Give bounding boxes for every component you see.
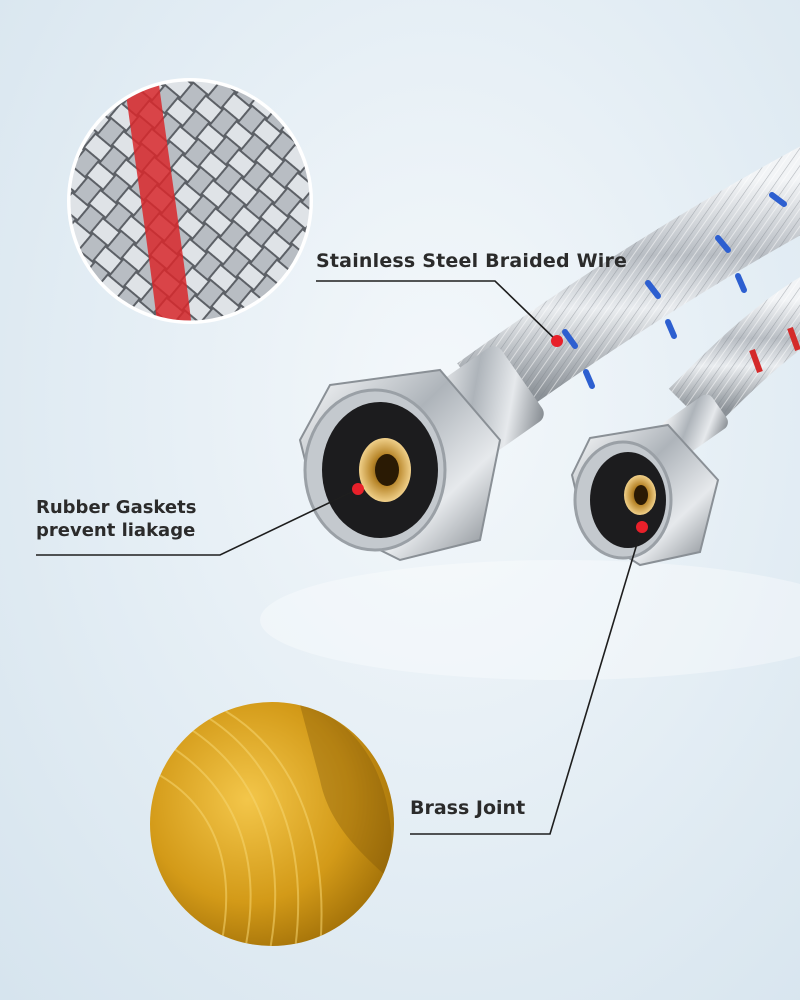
callout-brass-joint: Brass Joint (410, 797, 526, 819)
callout-rubber-gaskets: Rubber Gaskets prevent liakage (36, 497, 196, 542)
marker-dot-gaskets (352, 483, 364, 495)
small-hex-nut (570, 423, 720, 567)
marker-dot-brass (636, 521, 648, 533)
callout-braided-wire: Stainless Steel Braided Wire (316, 250, 628, 272)
large-hex-nut (298, 368, 502, 562)
leader-line-gaskets (36, 488, 359, 556)
callout-gaskets-line-2: prevent liakage (36, 519, 196, 541)
leader-line-brass (410, 526, 643, 835)
marker-dots (352, 335, 648, 533)
small-hose (662, 277, 800, 456)
brass-joint-detail (150, 702, 394, 946)
hose-stripe-marks (562, 192, 787, 389)
braided-wire-detail (67, 78, 313, 324)
leader-line-braided (316, 280, 558, 342)
callout-gaskets-line-1: Rubber Gaskets (36, 497, 197, 518)
marker-dot-braided (551, 335, 563, 347)
leader-lines (36, 280, 643, 835)
floor-reflection (260, 560, 800, 680)
